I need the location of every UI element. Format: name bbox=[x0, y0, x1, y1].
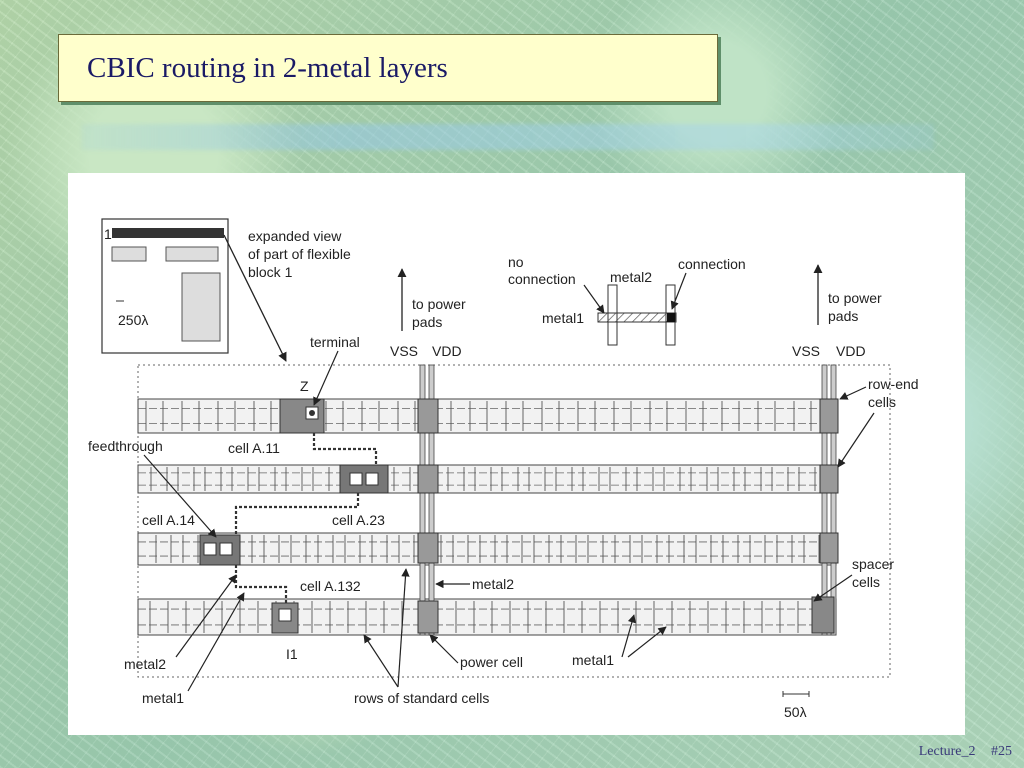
to-power-pads-left: to power pads bbox=[412, 296, 466, 330]
row-end-cells-label: row-end cells bbox=[868, 376, 919, 410]
svg-text:connection: connection bbox=[508, 271, 576, 287]
power-cell-label: power cell bbox=[460, 654, 523, 670]
standard-cell-row bbox=[137, 398, 837, 434]
cell-i1 bbox=[271, 602, 299, 634]
inset-caption: expanded view of part of flexible block … bbox=[248, 228, 351, 280]
cell-a14-label: cell A.14 bbox=[142, 512, 195, 528]
svg-text:cells: cells bbox=[852, 574, 880, 590]
svg-text:no: no bbox=[508, 254, 524, 270]
svg-text:metal1: metal1 bbox=[542, 310, 584, 326]
standard-cell-row bbox=[137, 598, 837, 636]
cell-a23-label: cell A.23 bbox=[332, 512, 385, 528]
metal1-bottom-label: metal1 bbox=[572, 652, 614, 668]
cbic-routing-figure: 1 250λ expanded view of part of flexible… bbox=[68, 173, 965, 735]
footer-page: #25 bbox=[991, 744, 1012, 759]
scale-50-label: 50λ bbox=[784, 704, 807, 720]
cell-a11-label: cell A.11 bbox=[228, 440, 280, 456]
metal2-left-label: metal2 bbox=[124, 656, 166, 672]
standard-cell-row bbox=[137, 464, 837, 494]
feedthrough-label: feedthrough bbox=[88, 438, 163, 454]
vdd-label-right: VDD bbox=[836, 343, 866, 359]
to-power-pads-right: to power pads bbox=[828, 290, 882, 324]
cell-a14 bbox=[199, 534, 241, 566]
vss-label-right: VSS bbox=[792, 343, 820, 359]
decorative-stripe bbox=[82, 124, 934, 150]
vdd-label-left: VDD bbox=[432, 343, 462, 359]
power-cells bbox=[417, 398, 839, 634]
svg-text:cells: cells bbox=[868, 394, 896, 410]
z-label: Z bbox=[300, 378, 309, 394]
svg-text:to power: to power bbox=[412, 296, 466, 312]
inset-block: 1 250λ bbox=[101, 218, 229, 354]
routing-diagram: 1 250λ expanded view of part of flexible… bbox=[88, 218, 919, 720]
terminal-label: terminal bbox=[310, 334, 360, 350]
svg-text:pads: pads bbox=[412, 314, 442, 330]
rows-of-standard-cells-label: rows of standard cells bbox=[354, 690, 489, 706]
slide-footer: Lecture_2 #25 bbox=[907, 744, 1012, 760]
svg-text:pads: pads bbox=[828, 308, 858, 324]
svg-text:spacer: spacer bbox=[852, 556, 894, 572]
footer-lecture: Lecture_2 bbox=[918, 744, 976, 759]
slide-title: CBIC routing in 2-metal layers bbox=[87, 52, 448, 84]
spacer-cells-label: spacer cells bbox=[852, 556, 894, 590]
svg-text:block 1: block 1 bbox=[248, 264, 293, 280]
svg-text:expanded view: expanded view bbox=[248, 228, 342, 244]
metal1-left-label: metal1 bbox=[142, 690, 184, 706]
inset-mark: 1 bbox=[104, 226, 112, 242]
cell-a23 bbox=[339, 464, 389, 494]
power-rails bbox=[419, 364, 837, 636]
svg-text:of part of flexible: of part of flexible bbox=[248, 246, 351, 262]
svg-text:row-end: row-end bbox=[868, 376, 919, 392]
connection-legend: no connection metal2 connection metal1 bbox=[508, 254, 746, 346]
i1-label: I1 bbox=[286, 646, 298, 662]
cell-a132-label: cell A.132 bbox=[300, 578, 361, 594]
inset-scale: 250λ bbox=[118, 312, 148, 328]
svg-text:to power: to power bbox=[828, 290, 882, 306]
svg-text:connection: connection bbox=[678, 256, 746, 272]
svg-text:metal2: metal2 bbox=[610, 269, 652, 285]
title-box: CBIC routing in 2-metal layers bbox=[58, 34, 718, 102]
standard-cell-row bbox=[137, 532, 837, 566]
metal2-mid-label: metal2 bbox=[472, 576, 514, 592]
cell-z bbox=[279, 398, 325, 434]
vss-label-left: VSS bbox=[390, 343, 418, 359]
standard-cell-rows bbox=[137, 398, 837, 636]
